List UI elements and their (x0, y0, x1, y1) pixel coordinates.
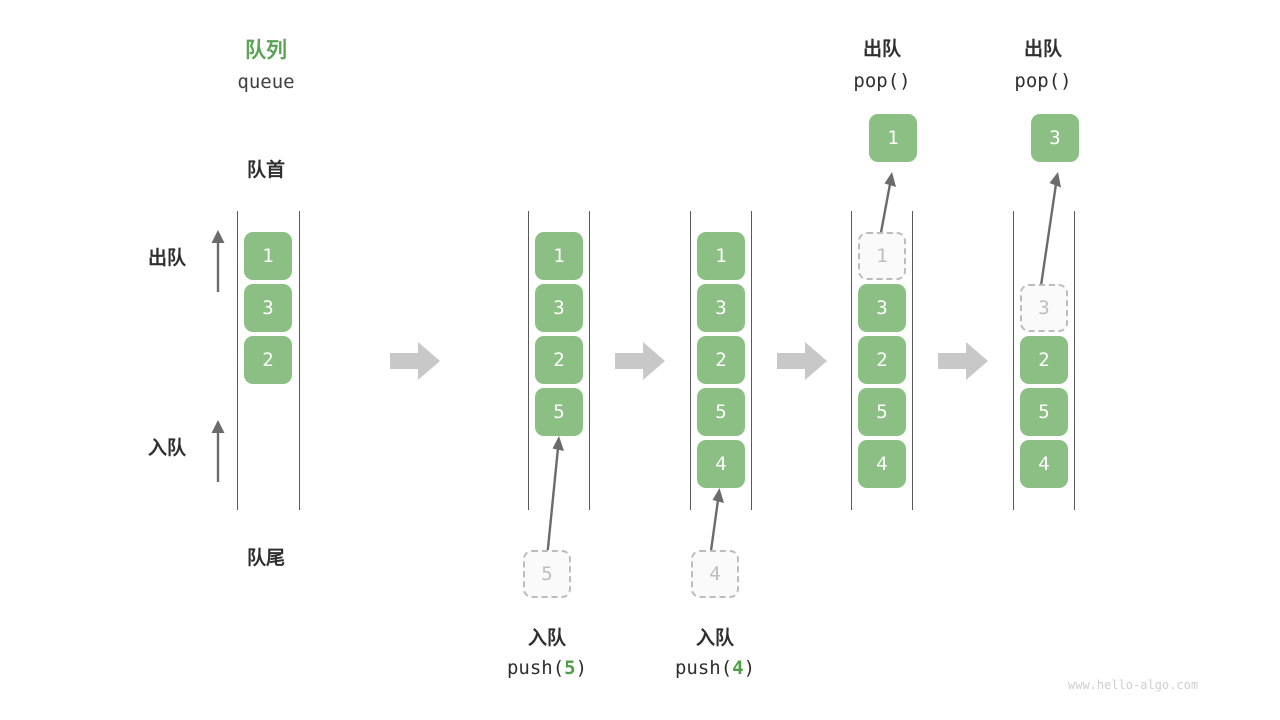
push-arrow-icon-step-2 (545, 436, 564, 559)
queue-cell: 3 (697, 284, 745, 332)
pop-header-code-step-4: pop() (853, 70, 911, 92)
popped-value-step-5: 3 (1031, 114, 1079, 162)
queue-cell: 2 (535, 336, 583, 384)
pop-header-cn-step-4: 出队 (862, 38, 901, 60)
queue-cell: 5 (1020, 388, 1068, 436)
queue-rail-left-step-5 (1013, 211, 1014, 510)
queue-cell: 2 (697, 336, 745, 384)
push-code-prefix: push( (506, 657, 565, 679)
queue-rail-left-step-1 (237, 211, 238, 510)
queue-cell: 4 (858, 440, 906, 488)
push-code-arg: 5 (564, 657, 576, 679)
queue-cell-removed: 3 (1020, 284, 1068, 332)
push-caption-cn-step-2: 入队 (527, 627, 566, 649)
queue-cell: 1 (697, 232, 745, 280)
push-code-arg: 4 (732, 657, 744, 679)
popped-value-step-4: 1 (869, 114, 917, 162)
push-arrow-icon-step-3 (708, 488, 724, 559)
queue-rail-right-step-3 (751, 211, 752, 510)
queue-cell: 4 (1020, 440, 1068, 488)
queue-cell: 2 (1020, 336, 1068, 384)
push-caption-code-step-3: push(4) (655, 657, 775, 679)
push-caption-cn-step-3: 入队 (695, 627, 734, 649)
queue-cell: 3 (858, 284, 906, 332)
queue-cell: 2 (858, 336, 906, 384)
queue-cell: 5 (697, 388, 745, 436)
dequeue-direction-label: 出队 (148, 247, 187, 269)
push-caption-code-step-2: push(5) (487, 657, 607, 679)
push-floating-value: 4 (691, 550, 739, 598)
push-floating-value: 5 (523, 550, 571, 598)
push-code-suffix: ) (575, 657, 588, 679)
step-transition-arrow-icon (777, 342, 827, 380)
queue-rail-right-step-2 (589, 211, 590, 510)
queue-rail-left-step-2 (528, 211, 529, 510)
push-code-prefix: push( (674, 657, 733, 679)
queue-rear-label: 队尾 (246, 547, 285, 569)
dequeue-direction-arrow-icon (211, 230, 225, 292)
queue-rail-left-step-3 (690, 211, 691, 510)
queue-cell: 2 (244, 336, 292, 384)
queue-cell: 5 (858, 388, 906, 436)
queue-cell-removed: 1 (858, 232, 906, 280)
step-transition-arrow-icon (615, 342, 665, 380)
queue-rail-left-step-4 (851, 211, 852, 510)
queue-cell: 3 (244, 284, 292, 332)
queue-title-cn: 队列 (245, 38, 287, 62)
queue-front-label: 队首 (246, 159, 285, 181)
watermark: www.hello-algo.com (1068, 678, 1199, 692)
enqueue-direction-arrow-icon (211, 420, 225, 482)
push-code-suffix: ) (743, 657, 756, 679)
queue-title-code: queue (237, 71, 295, 93)
queue-cell: 3 (535, 284, 583, 332)
pop-header-cn-step-5: 出队 (1023, 38, 1062, 60)
enqueue-direction-label: 入队 (148, 437, 187, 459)
queue-cell-new: 5 (535, 388, 583, 436)
step-transition-arrow-icon (390, 342, 440, 380)
queue-cell: 1 (535, 232, 583, 280)
pop-header-code-step-5: pop() (1014, 70, 1072, 92)
queue-cell: 1 (244, 232, 292, 280)
queue-cell-new: 4 (697, 440, 745, 488)
queue-rail-right-step-1 (299, 211, 300, 510)
step-transition-arrow-icon (938, 342, 988, 380)
queue-rail-right-step-4 (912, 211, 913, 510)
queue-rail-right-step-5 (1074, 211, 1075, 510)
